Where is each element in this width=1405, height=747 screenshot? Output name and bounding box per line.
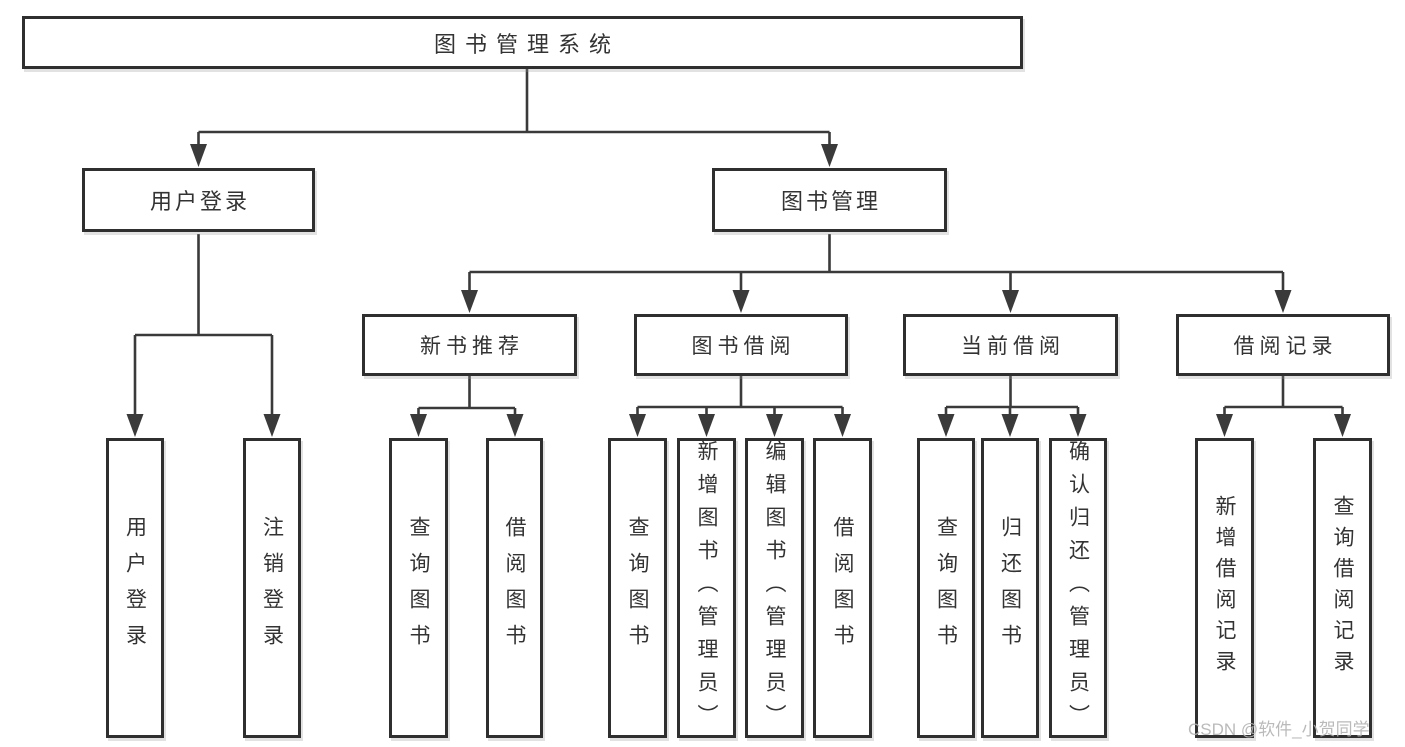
node-label: 查询图书 xyxy=(626,516,649,660)
node-label: 查询图书 xyxy=(934,516,958,660)
node-label: 当前借阅 xyxy=(961,335,1065,358)
arrowhead xyxy=(834,414,851,437)
leaf-query-books-1: 查询图书 xyxy=(389,438,448,738)
arrowhead xyxy=(937,414,955,437)
arrowhead xyxy=(1069,414,1087,437)
arrowhead xyxy=(263,414,281,437)
leaf-edit-books-admin: 编辑图书（管理员） xyxy=(745,438,804,738)
arrowhead xyxy=(1001,414,1019,437)
leaf-user-login: 用户登录 xyxy=(106,438,164,738)
node-label: 编辑图书（管理员） xyxy=(763,439,786,737)
tree-lines xyxy=(133,69,1344,416)
node-label: 借阅图书 xyxy=(503,516,526,660)
arrowhead xyxy=(766,414,783,437)
node-current-borrow: 当前借阅 xyxy=(903,314,1118,376)
arrowhead xyxy=(1334,414,1351,437)
node-label: 查询借阅记录 xyxy=(1331,495,1354,681)
leaf-query-borrow-record: 查询借阅记录 xyxy=(1313,438,1372,738)
node-label: 新增图书（管理员） xyxy=(695,439,718,737)
leaf-add-books-admin: 新增图书（管理员） xyxy=(677,438,736,738)
node-label: 新增借阅记录 xyxy=(1213,495,1236,681)
node-label: 注销登录 xyxy=(260,516,284,660)
arrowhead xyxy=(698,414,715,437)
leaf-borrow-books-2: 借阅图书 xyxy=(813,438,872,738)
arrowhead xyxy=(410,414,427,437)
arrowhead xyxy=(461,290,478,313)
node-label: 用户登录 xyxy=(149,189,250,214)
node-label: 新书推荐 xyxy=(420,335,524,358)
node-label: 图书管理 xyxy=(780,189,881,214)
arrowhead xyxy=(629,414,646,437)
node-book-management: 图书管理 xyxy=(712,168,947,232)
arrowhead xyxy=(190,144,207,167)
leaf-confirm-return-admin: 确认归还（管理员） xyxy=(1049,438,1107,738)
node-label: 查询图书 xyxy=(407,516,430,660)
node-new-book-recommend: 新书推荐 xyxy=(362,314,577,376)
node-label: 图书管理系统 xyxy=(433,31,620,57)
node-label: 借阅图书 xyxy=(831,516,854,660)
leaf-query-books-3: 查询图书 xyxy=(917,438,975,738)
node-label: 图书借阅 xyxy=(691,335,796,358)
arrowhead xyxy=(1002,290,1019,313)
leaf-borrow-books-1: 借阅图书 xyxy=(486,438,543,738)
arrowhead xyxy=(126,414,144,437)
arrowhead xyxy=(506,414,524,437)
node-borrow-records: 借阅记录 xyxy=(1176,314,1390,376)
arrowhead xyxy=(821,144,838,167)
leaf-logout: 注销登录 xyxy=(243,438,301,738)
node-label: 归还图书 xyxy=(998,516,1022,660)
node-book-borrow: 图书借阅 xyxy=(634,314,848,376)
arrowhead xyxy=(1216,414,1233,437)
node-label: 用户登录 xyxy=(123,516,147,660)
arrowhead xyxy=(1274,290,1292,313)
leaf-return-books: 归还图书 xyxy=(981,438,1039,738)
node-user-login: 用户登录 xyxy=(82,168,315,232)
node-label: 确认归还（管理员） xyxy=(1066,439,1090,737)
arrowhead xyxy=(732,290,750,313)
node-label: 借阅记录 xyxy=(1233,335,1338,358)
leaf-add-borrow-record: 新增借阅记录 xyxy=(1195,438,1254,738)
node-library-management-system: 图书管理系统 xyxy=(22,16,1023,69)
csdn-watermark: CSDN @软件_小贺同学 xyxy=(1188,720,1370,739)
leaf-query-books-2: 查询图书 xyxy=(608,438,667,738)
